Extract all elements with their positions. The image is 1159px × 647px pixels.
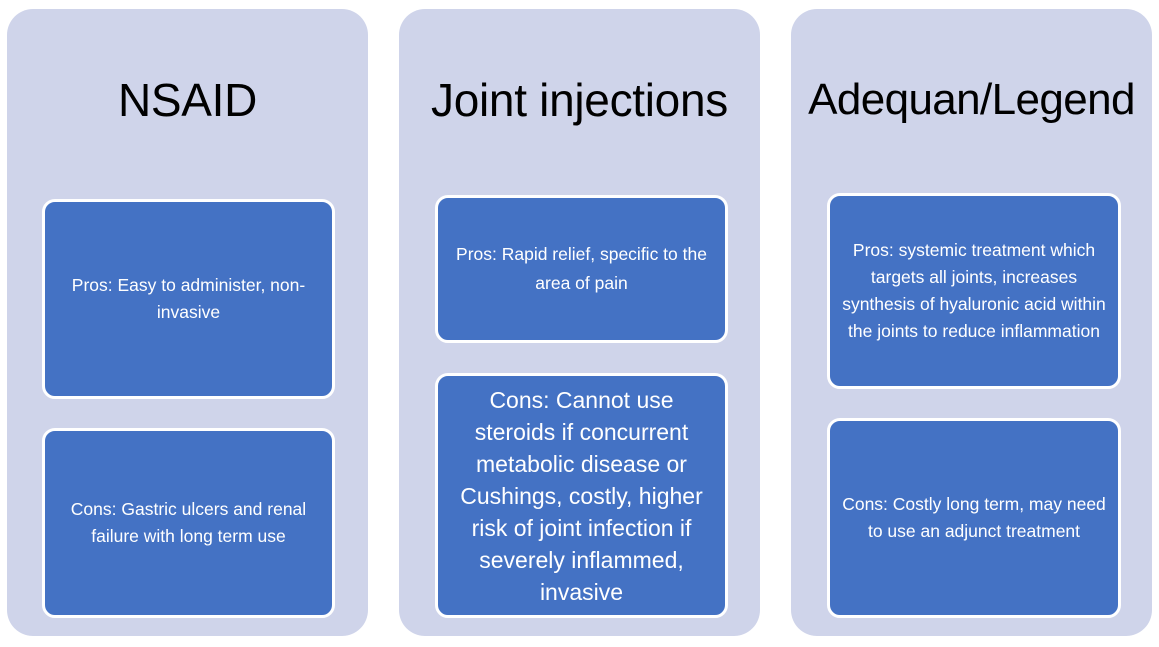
pros-text: Pros: Rapid relief, specific to the area… (456, 244, 707, 293)
comparison-column-adequan-legend[interactable]: Adequan/Legend Pros: systemic treatment … (791, 9, 1152, 636)
pros-text: Pros: systemic treatment which targets a… (842, 240, 1106, 341)
pros-box[interactable]: Pros: Rapid relief, specific to the area… (435, 195, 728, 343)
column-title: NSAID (117, 74, 258, 126)
cons-text: Cons: Gastric ulcers and renal failure w… (70, 499, 307, 546)
column-title: Adequan/Legend (808, 75, 1135, 124)
cons-text: Cons: Cannot use steroids if concurrent … (460, 386, 703, 605)
cons-box[interactable]: Cons: Costly long term, may need to use … (827, 418, 1121, 618)
cons-box[interactable]: Cons: Gastric ulcers and renal failure w… (42, 428, 335, 618)
cons-box[interactable]: Cons: Cannot use steroids if concurrent … (435, 373, 728, 618)
pros-box[interactable]: Pros: systemic treatment which targets a… (827, 193, 1121, 389)
comparison-column-nsaid[interactable]: NSAID Pros: Easy to administer, non-inva… (7, 9, 368, 636)
pros-text: Pros: Easy to administer, non-invasive (71, 275, 306, 322)
column-title: Joint injections (431, 74, 728, 126)
comparison-column-joint-injections[interactable]: Joint injections Pros: Rapid relief, spe… (399, 9, 760, 636)
cons-text: Cons: Costly long term, may need to use … (842, 494, 1106, 541)
pros-box[interactable]: Pros: Easy to administer, non-invasive (42, 199, 335, 399)
